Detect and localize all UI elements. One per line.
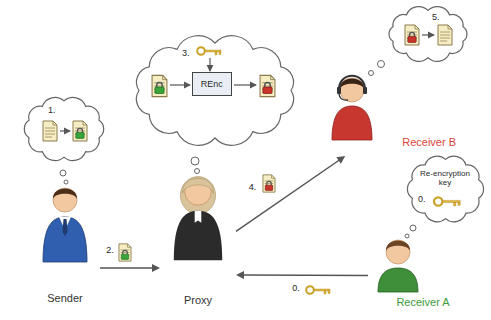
encrypted-document <box>152 75 167 96</box>
step-number: 4. <box>248 183 258 193</box>
person: Receiver B <box>320 66 460 156</box>
green-lock <box>155 82 164 93</box>
collar <box>195 211 202 223</box>
bubble <box>405 234 409 238</box>
person: Receiver A <box>368 232 478 314</box>
thought-cloud: 1. <box>18 92 110 166</box>
green-lock <box>121 250 129 259</box>
person-name: Sender <box>30 292 100 305</box>
tie <box>63 219 68 236</box>
person-name: Receiver B <box>370 136 456 149</box>
head <box>53 188 77 212</box>
bubble <box>369 71 374 76</box>
bubble <box>378 61 385 68</box>
bubble <box>191 157 199 165</box>
hair <box>53 189 77 200</box>
arrow-line <box>100 267 153 269</box>
cloud-outline <box>402 150 489 228</box>
bubble <box>64 180 68 184</box>
red-lock <box>265 181 273 190</box>
box-label: REnc <box>201 79 223 89</box>
arrow-connector <box>236 156 345 231</box>
cloud-outline <box>18 92 110 166</box>
receiver-b-figure <box>332 76 372 140</box>
headset <box>339 76 365 90</box>
arrow-connector <box>236 271 368 279</box>
plain-document <box>438 25 452 45</box>
step-arrow <box>234 84 256 85</box>
cloud-outline <box>407 156 483 222</box>
green-lock <box>76 128 84 138</box>
thought-cloud: Re-encryption key 0. <box>402 150 489 228</box>
proxy-figure <box>174 177 222 261</box>
step-number: 2. <box>105 246 115 256</box>
step-number: 0. <box>418 194 426 204</box>
encrypted-document <box>119 244 131 261</box>
person-name: Receiver A <box>368 296 478 309</box>
step-arrow <box>209 58 210 71</box>
process-box: REnc <box>192 72 232 96</box>
hair <box>386 241 410 252</box>
re-encryption-key <box>197 47 221 55</box>
cloud-outline <box>382 3 474 65</box>
bubble <box>195 169 200 174</box>
shirt <box>332 106 372 140</box>
arrow-line <box>236 160 339 231</box>
bubble <box>60 170 66 176</box>
arrow-head <box>152 264 160 272</box>
cloud-outline <box>136 36 293 146</box>
red-lock <box>263 82 272 93</box>
cloud-outline <box>24 97 103 160</box>
step-arrow <box>60 130 70 131</box>
wig <box>183 178 214 193</box>
person: Proxy <box>160 160 236 312</box>
step-arrow <box>170 84 190 85</box>
head <box>340 78 364 102</box>
wig <box>180 177 215 214</box>
step-number: 5. <box>432 12 440 22</box>
arrow-head <box>336 156 345 164</box>
cloud-text: Re-encryption key <box>416 169 474 187</box>
encrypted-document <box>73 121 87 141</box>
step-number: 1. <box>48 105 56 115</box>
re-encrypted-document <box>263 175 275 192</box>
cloud-outline <box>389 7 467 62</box>
re-encrypted-document <box>260 75 275 96</box>
thought-cloud: 5. <box>382 3 474 65</box>
shirt <box>378 268 418 292</box>
red-lock <box>408 32 416 42</box>
sender-figure <box>43 188 87 262</box>
person-name: Proxy <box>160 294 236 307</box>
re-encryption-key <box>434 197 460 206</box>
suit <box>43 217 87 262</box>
step-number: 3. <box>182 48 190 58</box>
ear-pad <box>363 87 367 94</box>
step-arrow <box>422 34 434 35</box>
head <box>386 240 410 264</box>
arrow-line <box>243 274 368 276</box>
plain-document <box>43 121 57 141</box>
thought-cloud: 3. REnc <box>120 28 310 153</box>
arrow-connector <box>100 264 160 272</box>
re-encrypted-document <box>405 25 419 45</box>
robe <box>174 211 222 261</box>
re-encryption-key <box>306 286 330 294</box>
person: Sender <box>30 172 100 312</box>
ear-pad <box>337 87 341 94</box>
bubble <box>410 225 416 231</box>
receiver-a-figure <box>378 240 418 292</box>
thought-bubbles <box>60 61 416 239</box>
arrow-head <box>236 271 244 279</box>
microphone <box>339 94 348 100</box>
step-number: 0. <box>291 284 301 294</box>
